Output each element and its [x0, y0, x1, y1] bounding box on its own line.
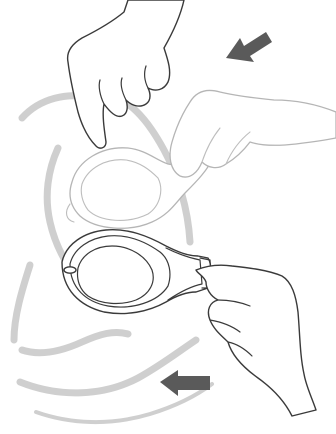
device-button [63, 266, 77, 274]
ghost-device-cord [65, 203, 75, 223]
bottom-hand [195, 264, 317, 417]
ear-outline [10, 92, 214, 425]
ear-helix-outer [114, 94, 194, 246]
ear-neck-line [34, 382, 214, 425]
top-hand [66, 0, 185, 149]
top-hand-shape [66, 0, 185, 149]
ghost-device-inner [80, 159, 162, 221]
ear-antihelix [43, 144, 70, 266]
ghost-hand-shape [169, 89, 336, 178]
device-inner-ring [69, 235, 171, 308]
arrow-top-icon [226, 32, 272, 62]
ear-helix-back [10, 261, 34, 344]
ear-lobe [18, 328, 132, 357]
top-hand-finger-line-2 [144, 65, 149, 89]
arrow-bottom-icon [160, 370, 210, 396]
device-inner-face [76, 245, 154, 305]
bottom-hand-shape [195, 264, 317, 417]
bottom-hand-finger-line [209, 319, 241, 333]
bottom-hand-thumb-line [217, 299, 251, 307]
ghost-hand-finger-line-2 [225, 131, 251, 165]
ear-lobe-lower [16, 336, 200, 397]
top-hand-finger-line [120, 77, 127, 101]
bottom-hand-finger-line-2 [227, 341, 253, 357]
top-hand-thumb-line [98, 79, 105, 105]
ghost-hand [169, 89, 336, 178]
ghost-hand-finger-line [201, 127, 221, 163]
